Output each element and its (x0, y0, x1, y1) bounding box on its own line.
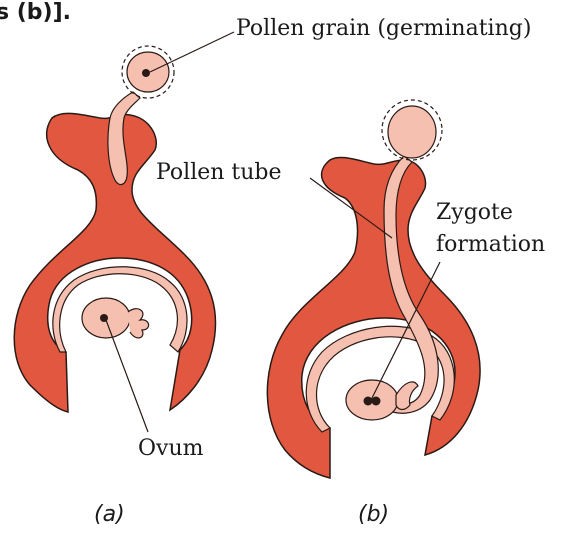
pollen-grain-b (382, 100, 442, 160)
pollen-tube-label: Pollen tube (156, 162, 282, 184)
zygote (346, 380, 418, 420)
carpel-b (267, 100, 480, 478)
ovule-a (82, 298, 149, 338)
ovum-label: Ovum (138, 438, 204, 460)
heading-fragment: s (b)]. (0, 2, 71, 24)
pollen-grain-label: Pollen grain (germinating) (236, 18, 531, 40)
carpel-a (14, 46, 215, 412)
caption-b: (b) (358, 504, 389, 526)
leader-pollen-grain (150, 32, 234, 72)
zygote-label-line1: Zygote (436, 202, 513, 224)
zygote-label-line2: formation (436, 234, 545, 256)
caption-a: (a) (94, 504, 125, 526)
pollen-grain-a (122, 46, 174, 98)
